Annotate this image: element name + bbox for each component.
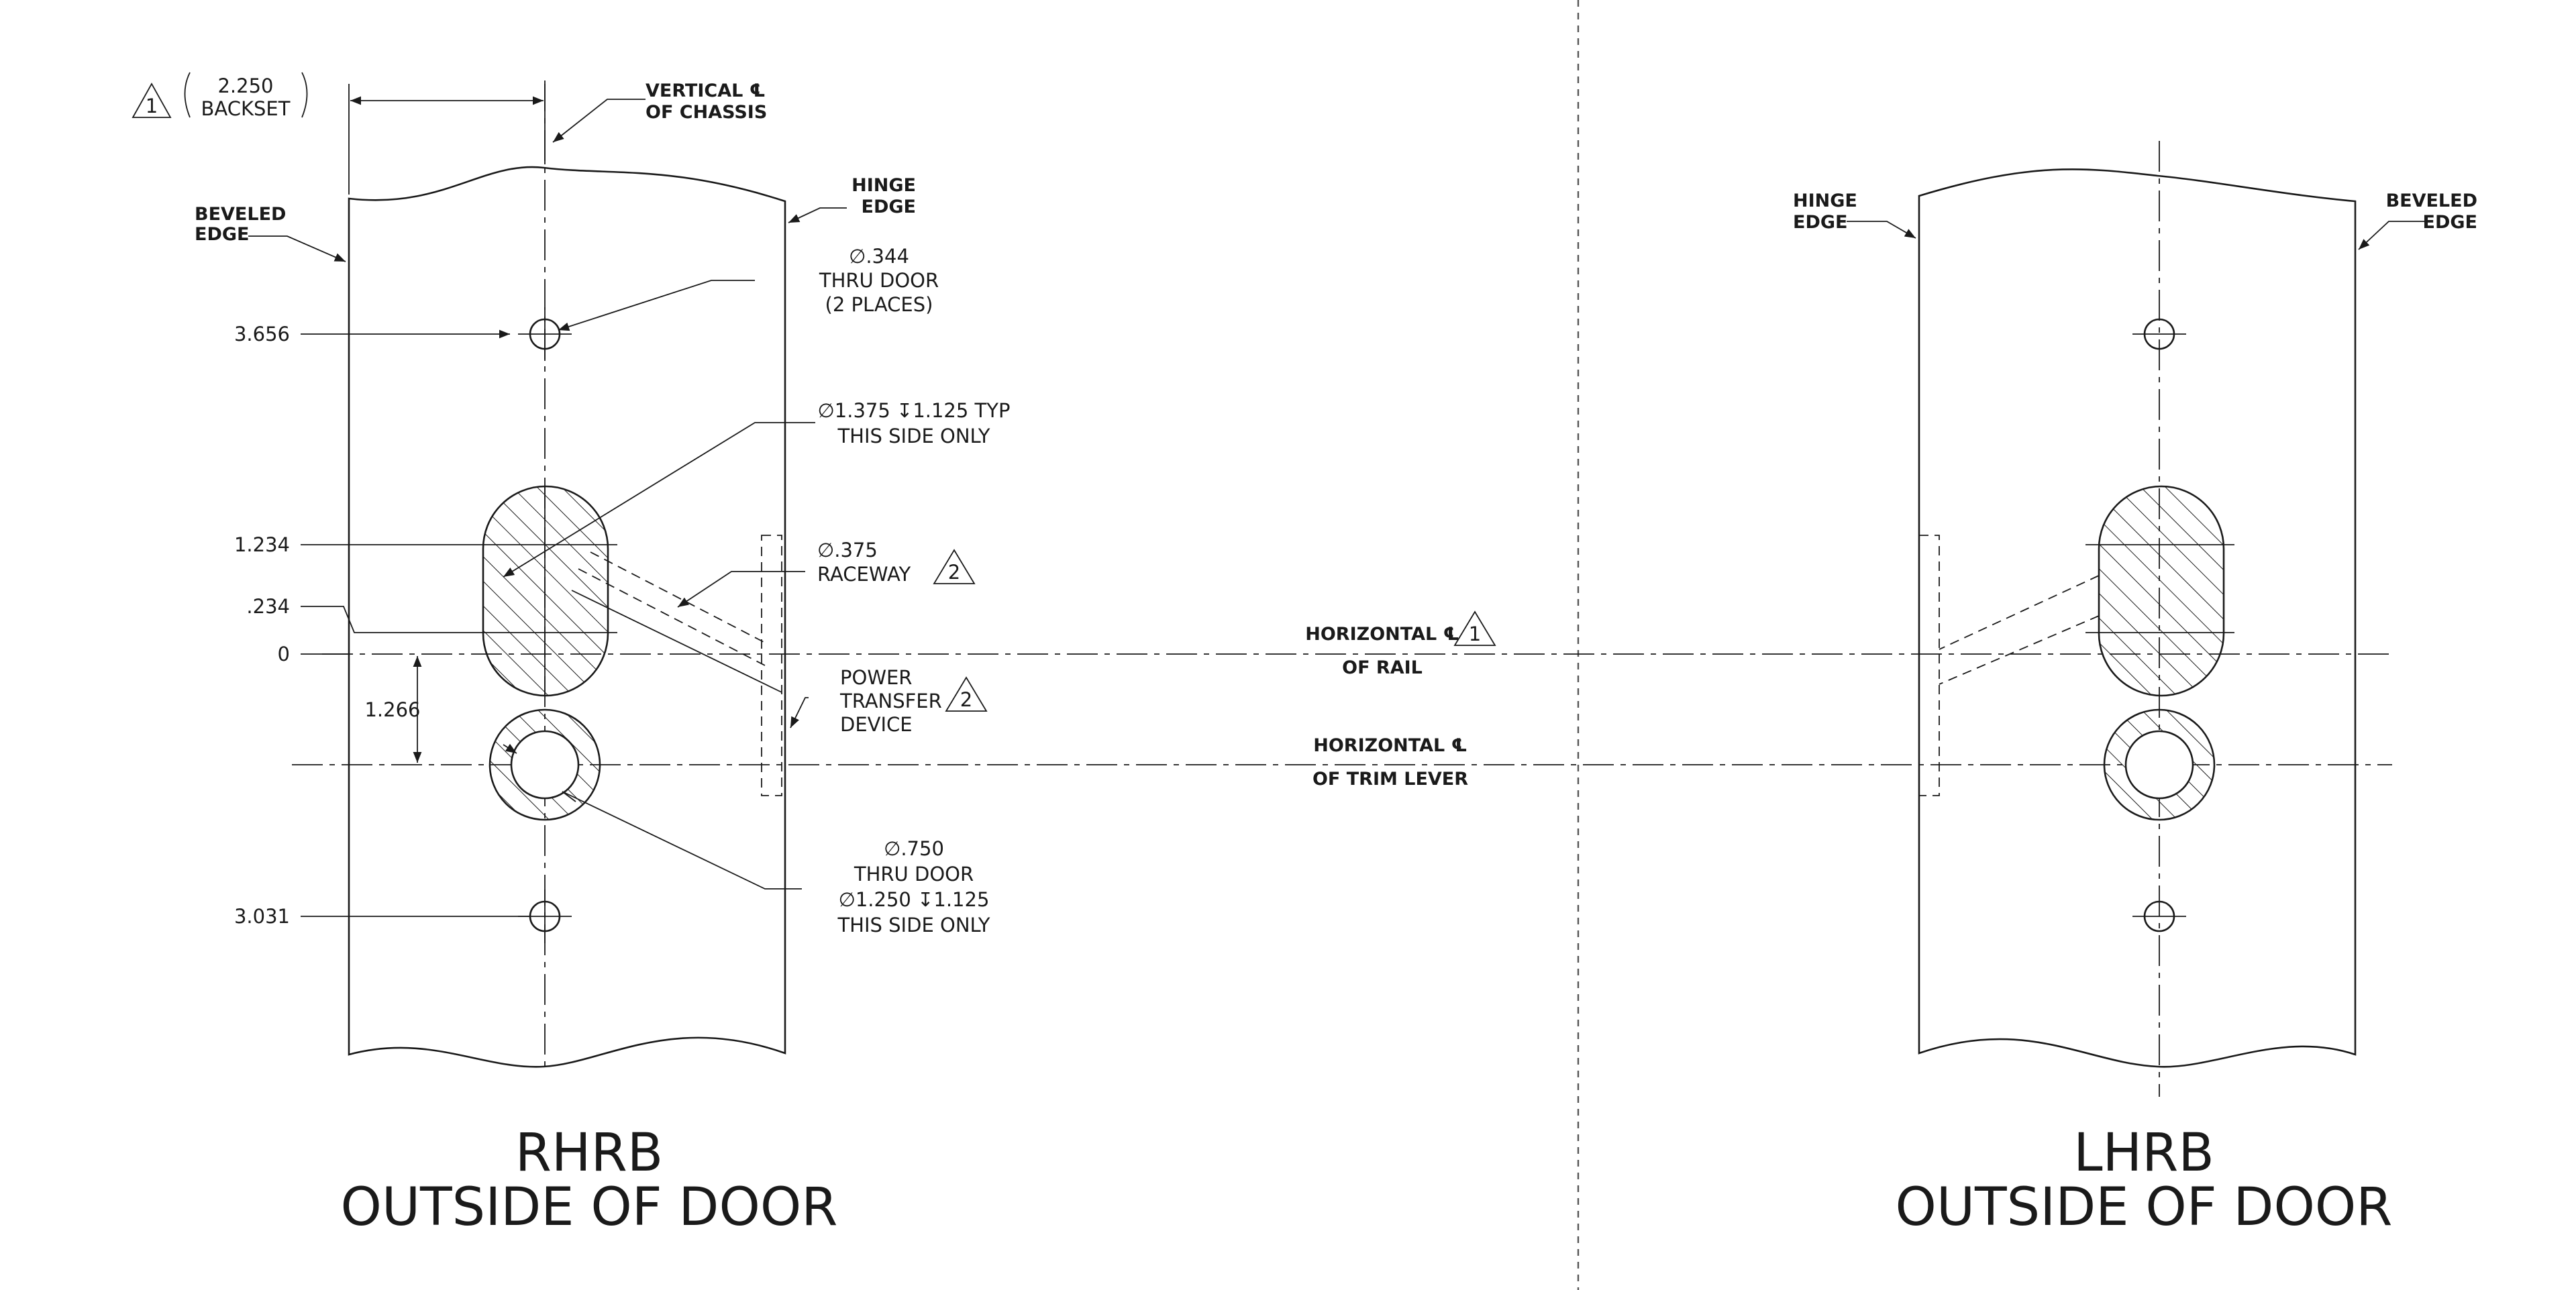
hinge-edge-label-line2: EDGE — [1793, 212, 1847, 233]
note-thru-door-small: ∅.344 THRU DOOR (2 PLACES) — [819, 245, 939, 316]
vertical-cl-label-line2: OF CHASSIS — [646, 102, 767, 123]
beveled-edge-label-line2: EDGE — [195, 224, 249, 245]
backset-flag-number: 1 — [146, 95, 158, 117]
svg-text:OF RAIL: OF RAIL — [1342, 657, 1423, 678]
note-power-transfer: POWER TRANSFER DEVICE 2 — [839, 666, 988, 736]
view-title-lhrb-line2: OUTSIDE OF DOOR — [1896, 1177, 2393, 1238]
svg-text:DEVICE: DEVICE — [840, 713, 913, 736]
dim-lever-offset: 1.266 — [364, 698, 420, 721]
dim-bottom-hole: 3.031 — [234, 905, 290, 928]
note-flag-triangle — [1453, 610, 1496, 646]
svg-text:HORIZONTAL ℄: HORIZONTAL ℄ — [1313, 735, 1467, 756]
door-outline — [1918, 168, 2357, 1068]
view-title-rhrb-line1: RHRB — [515, 1123, 664, 1183]
note-raceway: ∅.375 RACEWAY 2 — [817, 539, 976, 586]
svg-text:RACEWAY: RACEWAY — [817, 563, 911, 586]
hinge-edge-label-line1: HINGE — [852, 175, 916, 196]
note-flag-triangle — [933, 549, 976, 584]
svg-text:THRU DOOR: THRU DOOR — [854, 863, 974, 885]
backset-value: 2.250 — [217, 74, 273, 97]
horizontal-rail-label: HORIZONTAL ℄ OF RAIL 1 — [1305, 610, 1496, 678]
note-flag-triangle — [132, 83, 172, 118]
chassis-slot — [2098, 485, 2225, 697]
beveled-edge-label-line1: BEVELED — [195, 204, 286, 225]
svg-text:TRANSFER: TRANSFER — [839, 690, 942, 712]
svg-text:∅.750: ∅.750 — [884, 837, 944, 860]
door-outline — [348, 166, 786, 1068]
note-lever-hole: ∅.750 THRU DOOR ∅1.250 ↧1.125 THIS SIDE … — [837, 837, 990, 936]
dim-lower-edge: .234 — [246, 595, 290, 618]
chassis-slot — [482, 485, 609, 697]
note-counterbore: ∅1.375 ↧1.125 TYP THIS SIDE ONLY — [818, 399, 1011, 447]
bottom-through-hole — [2132, 900, 2186, 932]
svg-text:∅1.250 ↧1.125: ∅1.250 ↧1.125 — [839, 888, 990, 911]
top-through-hole — [2132, 318, 2186, 350]
dim-upper-edge: 1.234 — [234, 533, 290, 556]
svg-text:THRU DOOR: THRU DOOR — [819, 269, 939, 292]
svg-text:2: 2 — [960, 688, 972, 711]
svg-text:THIS SIDE ONLY: THIS SIDE ONLY — [837, 425, 990, 447]
view-title-lhrb-line1: LHRB — [2073, 1123, 2214, 1183]
svg-text:THIS SIDE ONLY: THIS SIDE ONLY — [837, 914, 990, 936]
view-rhrb: 1 2.250 BACKSET VERTICAL ℄ OF CHASSIS BE… — [132, 72, 1011, 1238]
horizontal-trim-label: HORIZONTAL ℄ OF TRIM LEVER — [1312, 735, 1468, 790]
svg-text:POWER: POWER — [840, 666, 912, 689]
svg-text:(2 PLACES): (2 PLACES) — [825, 293, 933, 316]
hinge-edge-label-line1: HINGE — [1793, 191, 1857, 211]
hinge-edge-label-line2: EDGE — [862, 197, 916, 217]
svg-text:OF TRIM LEVER: OF TRIM LEVER — [1312, 769, 1468, 790]
vertical-cl-label-line1: VERTICAL ℄ — [646, 80, 766, 101]
svg-text:1: 1 — [1469, 623, 1481, 645]
note-flag-triangle — [945, 676, 988, 712]
view-lhrb: HINGE EDGE BEVELED EDGE LHRB OUTSIDE OF … — [1793, 141, 2477, 1238]
raceway-path — [578, 551, 766, 666]
svg-text:∅.375: ∅.375 — [817, 539, 878, 561]
backset-note: 1 2.250 BACKSET — [132, 72, 308, 120]
dim-zero: 0 — [278, 643, 290, 665]
svg-text:∅1.375 ↧1.125 TYP: ∅1.375 ↧1.125 TYP — [818, 399, 1011, 422]
lever-hole-ring — [2103, 708, 2216, 821]
beveled-edge-label-line2: EDGE — [2423, 212, 2477, 233]
dim-top-hole: 3.656 — [234, 323, 290, 345]
top-through-hole — [518, 307, 572, 361]
lever-hole-ring — [488, 708, 601, 821]
svg-text:2: 2 — [948, 561, 960, 584]
backset-label: BACKSET — [201, 97, 291, 120]
raceway-path — [1939, 575, 2100, 685]
view-title-rhrb-line2: OUTSIDE OF DOOR — [341, 1177, 838, 1238]
svg-text:HORIZONTAL ℄: HORIZONTAL ℄ — [1305, 624, 1459, 645]
svg-text:∅.344: ∅.344 — [849, 245, 909, 268]
power-transfer-device — [1918, 535, 1940, 796]
beveled-edge-label-line1: BEVELED — [2386, 191, 2477, 211]
